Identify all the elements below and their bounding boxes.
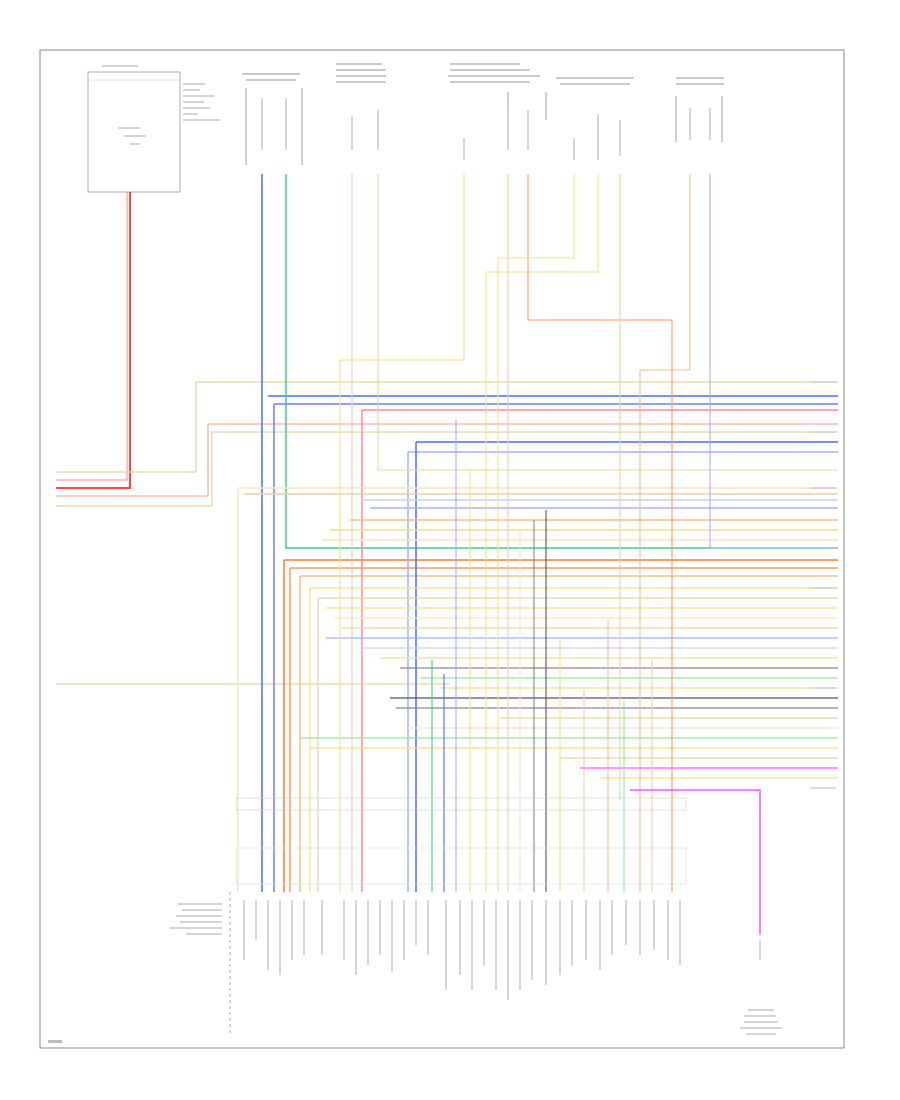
header-pin-labels (261, 98, 711, 160)
battery-module-box (87, 71, 181, 193)
red-battery-wire (56, 192, 131, 489)
footer-tag (48, 1040, 62, 1043)
vertical-drop-wires (339, 174, 838, 892)
left-edge-wires (56, 381, 838, 685)
horizontal-bus-wires (237, 174, 838, 892)
powertrain-module-label (170, 892, 231, 1035)
connector-brackets (245, 88, 723, 165)
bottom-pin-labels (243, 900, 681, 1000)
right-edge-pin-markers (810, 381, 836, 789)
diagram-border (39, 49, 845, 1049)
middle-bus-wires (300, 587, 838, 892)
module-text-lines (102, 65, 220, 145)
bottom-connector-pins (235, 797, 687, 885)
top-header-labels (242, 63, 724, 85)
magenta-wire (630, 789, 761, 935)
right-component-label (740, 940, 782, 1035)
